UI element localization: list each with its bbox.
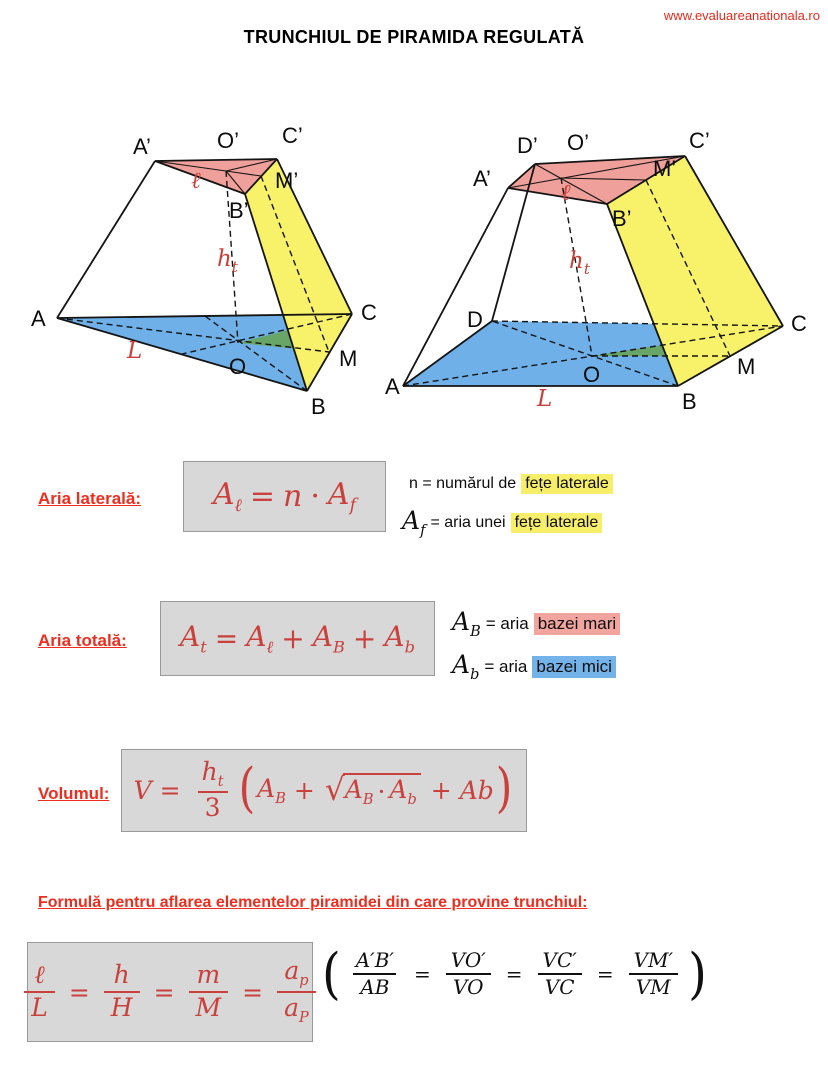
symbol-Af: Af	[402, 506, 426, 539]
vertex-label-O: O	[229, 354, 246, 379]
square-frustum-diagram: A B C D O M A’ B’ C’ D’ O’ M’ ℓ ht L	[385, 128, 807, 414]
height-label: ht	[569, 248, 591, 278]
page-title: TRUNCHIUL DE PIRAMIDA REGULATĂ	[243, 27, 585, 47]
highlight-lateral-faces: fețe laterale	[521, 474, 613, 494]
note-text: = aria	[484, 656, 528, 676]
total-area-formula: At=Aℓ+AB+Ab	[180, 619, 415, 657]
vertex-label-C: C	[361, 300, 377, 325]
vertex-label-B-prime: B’	[612, 206, 632, 231]
vertex-label-M: M	[339, 346, 357, 371]
note-text: = aria unei	[430, 513, 506, 531]
vertex-label-M-prime: M’	[653, 156, 676, 181]
vertex-label-C: C	[791, 311, 807, 336]
top-face	[155, 159, 277, 194]
note-text: n = numărul de	[409, 475, 517, 492]
vertex-label-O-prime: O’	[567, 130, 589, 155]
vertex-label-C-prime: C’	[689, 128, 710, 153]
hidden-lines	[56, 170, 353, 392]
lateral-face	[607, 156, 783, 386]
vertex-label-M-prime: M’	[275, 168, 298, 193]
vertex-label-C-prime: C’	[282, 126, 303, 148]
volume-label: Volumul:	[38, 784, 110, 803]
small-edge-label: ℓ	[561, 180, 571, 206]
note-af-definition: Af = aria unei fețe laterale	[402, 506, 603, 539]
highlight-lateral-faces: fețe laterale	[510, 512, 603, 533]
symbol-AB: AB	[452, 607, 481, 640]
vertex-label-B-prime: B’	[229, 198, 249, 223]
height-label: ht	[217, 246, 239, 276]
vertex-label-B: B	[682, 389, 697, 414]
highlight-small-base: bazei mici	[532, 655, 616, 678]
highlight-big-base: bazei mari	[533, 612, 621, 635]
triangular-frustum-diagram: A C B M O A’ O’ C’ M’ B’ ℓ ht L	[31, 126, 377, 419]
hidden-lines	[402, 177, 784, 387]
total-area-formula-box: At=Aℓ+AB+Ab	[160, 601, 435, 676]
note-Ab-definition: Ab = aria bazei mici	[452, 650, 616, 683]
vertex-label-O-prime: O’	[217, 128, 239, 153]
symbol-Ab: Ab	[452, 650, 480, 683]
vertex-label-D: D	[467, 307, 483, 332]
vertex-label-A-prime: A’	[133, 134, 151, 159]
vertex-label-D-prime: D’	[517, 133, 538, 158]
big-edge-label: L	[126, 338, 142, 364]
vertex-label-O: O	[583, 362, 600, 387]
note-AB-definition: AB = aria bazei mari	[452, 607, 621, 640]
vertex-label-A: A	[31, 306, 46, 331]
note-n-definition: n = numărul de fețe laterale	[409, 474, 613, 494]
note-text: = aria	[485, 613, 529, 633]
top-face	[508, 156, 685, 204]
vertex-label-A-prime: A’	[473, 166, 491, 191]
ratios-heading: Formulă pentru aflarea elementelor piram…	[38, 894, 588, 911]
top-face-lines	[507, 155, 686, 205]
solid-edges	[56, 158, 353, 392]
ratios-formula-black: (A′B′AB=VO′VO=VC′VC=VM′VM)	[322, 941, 707, 1007]
site-watermark-link[interactable]: www.evaluareanationala.ro	[663, 8, 820, 23]
lateral-area-label: Aria laterală:	[38, 489, 141, 508]
total-area-label: Aria totală:	[38, 631, 127, 650]
big-edge-label: L	[536, 386, 552, 412]
lateral-area-formula: Aℓ=n·Af	[212, 477, 357, 516]
top-face-lines	[154, 158, 278, 195]
lateral-area-formula-box: Aℓ=n·Af	[183, 461, 386, 532]
vertex-label-M: M	[737, 354, 755, 379]
small-edge-label: ℓ	[191, 168, 201, 194]
vertex-label-B: B	[311, 394, 326, 419]
vertex-label-A: A	[385, 374, 400, 399]
